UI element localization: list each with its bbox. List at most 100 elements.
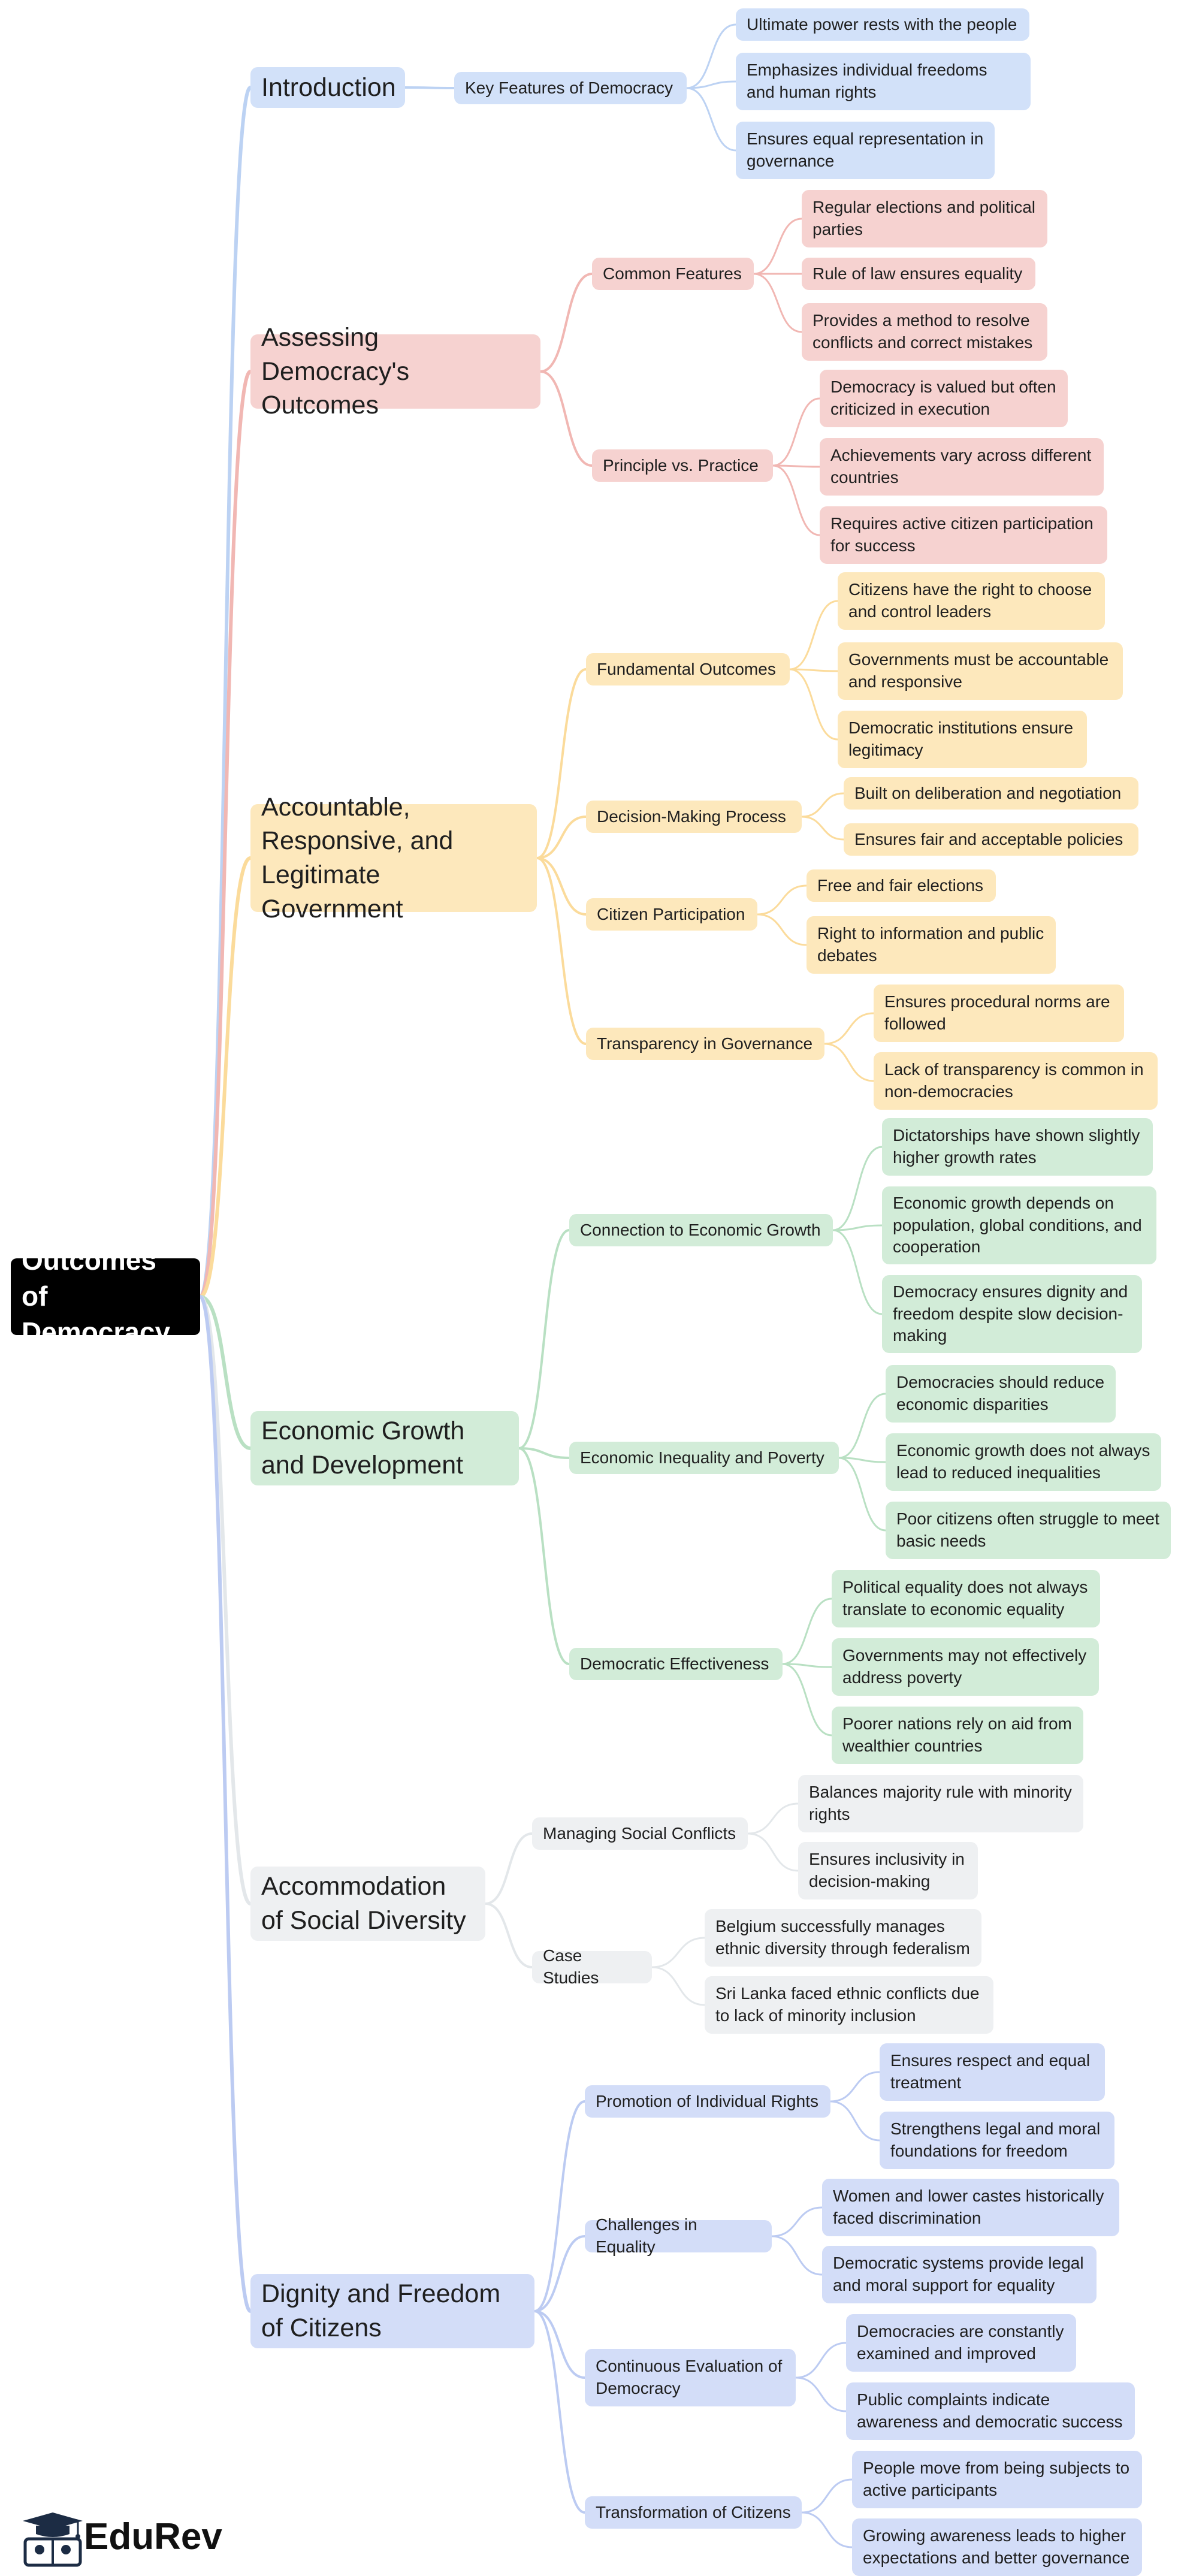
leaf-item[interactable]: Economic growth depends on population, g… bbox=[882, 1186, 1156, 1264]
leaf-item[interactable]: Democratic institutions ensure legitimac… bbox=[838, 711, 1087, 768]
connector-line bbox=[795, 2376, 847, 2412]
connector-line bbox=[539, 273, 593, 373]
connector-line bbox=[829, 2100, 881, 2142]
connector-line bbox=[756, 913, 808, 946]
leaf-item[interactable]: Ultimate power rests with the people bbox=[736, 8, 1029, 41]
branch-dignity-freedom[interactable]: Dignity and Freedom of Citizens bbox=[250, 2274, 534, 2348]
connector-line bbox=[404, 86, 455, 89]
topic-fundamental-outcomes[interactable]: Fundamental Outcomes bbox=[586, 653, 790, 685]
connector-line bbox=[484, 1902, 533, 1968]
leaf-item[interactable]: Governments may not effectively address … bbox=[832, 1638, 1099, 1696]
topic-citizen-participation[interactable]: Citizen Participation bbox=[586, 898, 757, 931]
topic-case-studies[interactable]: Case Studies bbox=[532, 1946, 652, 1987]
topic-principle-vs-practice[interactable]: Principle vs. Practice bbox=[592, 449, 773, 482]
connector-line bbox=[484, 1832, 533, 1905]
connector-line bbox=[801, 2511, 853, 2548]
leaf-item[interactable]: Dictatorships have shown slightly higher… bbox=[882, 1118, 1153, 1176]
leaf-item[interactable]: Democracy ensures dignity and freedom de… bbox=[882, 1275, 1142, 1353]
leaf-item[interactable]: Poorer nations rely on aid from wealthie… bbox=[832, 1707, 1083, 1764]
connector-line bbox=[518, 1447, 570, 1459]
leaf-item[interactable]: Right to information and public debates bbox=[807, 916, 1056, 974]
leaf-item[interactable]: Provides a method to resolve conflicts a… bbox=[802, 303, 1047, 361]
connector-line bbox=[795, 2342, 847, 2379]
branch-assessing-outcomes[interactable]: Assessing Democracy's Outcomes bbox=[250, 323, 540, 419]
leaf-item[interactable]: Regular elections and political parties bbox=[802, 190, 1047, 247]
topic-transparency[interactable]: Transparency in Governance bbox=[586, 1028, 824, 1060]
connector-line bbox=[832, 1229, 883, 1315]
topic-decision-making[interactable]: Decision-Making Process bbox=[586, 801, 802, 833]
topic-connection-growth[interactable]: Connection to Economic Growth bbox=[569, 1214, 833, 1246]
leaf-item[interactable]: Public complaints indicate awareness and… bbox=[846, 2382, 1135, 2440]
leaf-item[interactable]: Strengthens legal and moral foundations … bbox=[880, 2112, 1114, 2169]
leaf-item[interactable]: Governments must be accountable and resp… bbox=[838, 642, 1123, 700]
connector-line bbox=[533, 2310, 586, 2379]
leaf-item[interactable]: Ensures inclusivity in decision-making bbox=[798, 1842, 978, 1899]
connector-line bbox=[198, 370, 252, 1298]
connector-line bbox=[536, 857, 587, 1045]
connector-line bbox=[685, 87, 737, 152]
leaf-item[interactable]: Democracies should reduce economic dispa… bbox=[886, 1365, 1116, 1423]
leaf-item[interactable]: Sri Lanka faced ethnic conflicts due to … bbox=[705, 1976, 993, 2034]
topic-inequality-poverty[interactable]: Economic Inequality and Poverty bbox=[569, 1442, 839, 1474]
topic-key-features[interactable]: Key Features of Democracy bbox=[454, 72, 687, 104]
topic-continuous-evaluation[interactable]: Continuous Evaluation of Democracy bbox=[585, 2349, 796, 2406]
branch-economic-growth[interactable]: Economic Growth and Development bbox=[250, 1411, 519, 1485]
leaf-item[interactable]: Poor citizens often struggle to meet bas… bbox=[886, 1502, 1171, 1559]
connector-line bbox=[747, 1832, 799, 1872]
leaf-item[interactable]: Emphasizes individual freedoms and human… bbox=[736, 53, 1031, 110]
topic-democratic-effectiveness[interactable]: Democratic Effectiveness bbox=[569, 1648, 783, 1680]
leaf-item[interactable]: Ensures fair and acceptable policies bbox=[844, 823, 1138, 856]
branch-accountable-government[interactable]: Accountable, Responsive, and Legitimate … bbox=[250, 793, 537, 923]
leaf-item[interactable]: Citizens have the right to choose and co… bbox=[838, 572, 1105, 630]
topic-managing-conflicts[interactable]: Managing Social Conflicts bbox=[532, 1817, 748, 1850]
topic-challenges-equality[interactable]: Challenges in Equality bbox=[585, 2215, 772, 2256]
leaf-item[interactable]: Ensures procedural norms are followed bbox=[874, 985, 1124, 1042]
graduation-cap-icon bbox=[23, 2512, 83, 2567]
connector-line bbox=[801, 792, 845, 818]
leaf-item[interactable]: Lack of transparency is common in non-de… bbox=[874, 1052, 1158, 1110]
root-node[interactable]: Outcomes of Democracy bbox=[11, 1245, 200, 1348]
leaf-item[interactable]: Belgium successfully manages ethnic dive… bbox=[705, 1909, 981, 1967]
leaf-item[interactable]: Democracies are constantly examined and … bbox=[846, 2314, 1076, 2372]
topic-individual-rights[interactable]: Promotion of Individual Rights bbox=[585, 2085, 830, 2118]
leaf-item[interactable]: Democratic systems provide legal and mor… bbox=[822, 2246, 1097, 2303]
branch-introduction[interactable]: Introduction bbox=[250, 67, 405, 108]
connector-line bbox=[518, 1229, 570, 1449]
leaf-item[interactable]: Rule of law ensures equality bbox=[802, 258, 1035, 290]
connector-line bbox=[801, 2478, 853, 2514]
connector-line bbox=[533, 2100, 586, 2312]
leaf-item[interactable]: Requires active citizen participation fo… bbox=[820, 506, 1107, 564]
connector-line bbox=[781, 1597, 833, 1665]
connector-line bbox=[801, 816, 845, 841]
connector-line bbox=[753, 218, 803, 275]
connector-line bbox=[753, 273, 803, 333]
connector-line bbox=[651, 1937, 706, 1968]
connector-line bbox=[771, 2235, 823, 2276]
connector-line bbox=[533, 2310, 586, 2514]
leaf-item[interactable]: People move from being subjects to activ… bbox=[852, 2451, 1142, 2508]
leaf-item[interactable]: Growing awareness leads to higher expect… bbox=[852, 2518, 1142, 2576]
leaf-item[interactable]: Free and fair elections bbox=[807, 869, 996, 902]
topic-common-features[interactable]: Common Features bbox=[592, 258, 754, 290]
leaf-item[interactable]: Built on deliberation and negotiation bbox=[844, 777, 1138, 810]
leaf-item[interactable]: Ensures respect and equal treatment bbox=[880, 2043, 1105, 2101]
branch-social-diversity[interactable]: Accommodation of Social Diversity bbox=[250, 1867, 485, 1941]
connector-line bbox=[771, 2206, 823, 2237]
leaf-item[interactable]: Women and lower castes historically face… bbox=[822, 2179, 1119, 2236]
leaf-item[interactable]: Democracy is valued but often criticized… bbox=[820, 370, 1068, 427]
connector-line bbox=[789, 600, 839, 671]
connector-line bbox=[756, 884, 808, 916]
topic-transformation-citizens[interactable]: Transformation of Citizens bbox=[585, 2496, 802, 2529]
leaf-item[interactable]: Balances majority rule with minority rig… bbox=[798, 1775, 1083, 1832]
leaf-item[interactable]: Political equality does not always trans… bbox=[832, 1570, 1100, 1627]
connector-line bbox=[685, 80, 737, 89]
connector-line bbox=[536, 857, 587, 916]
leaf-item[interactable]: Economic growth does not always lead to … bbox=[886, 1433, 1161, 1491]
leaf-item[interactable]: Ensures equal representation in governan… bbox=[736, 122, 995, 179]
connector-line bbox=[838, 1457, 887, 1463]
leaf-item[interactable]: Achievements vary across different count… bbox=[820, 438, 1104, 496]
connector-line bbox=[651, 1966, 706, 2006]
connector-line bbox=[832, 1224, 883, 1231]
connector-line bbox=[838, 1393, 887, 1459]
